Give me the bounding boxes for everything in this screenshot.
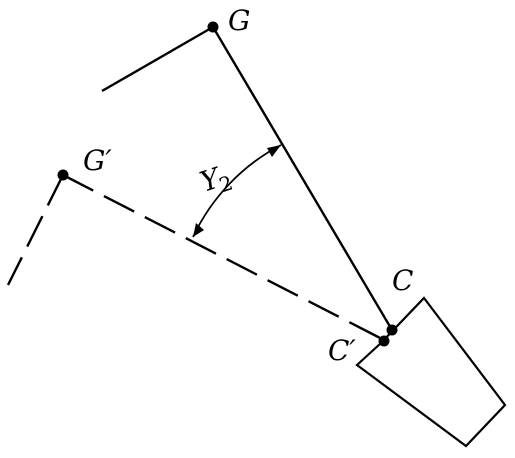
dashed-line-g-prime-c-prime <box>62 173 385 342</box>
label-g: G <box>228 4 250 37</box>
line-g-c <box>211 26 394 331</box>
angle-arc <box>192 144 282 238</box>
angle-label: Y 2 <box>196 161 236 199</box>
line-g-left <box>101 25 214 93</box>
point-c-dot <box>386 324 398 336</box>
label-c: C <box>392 264 413 297</box>
dashed-line-g-prime-down <box>6 174 65 286</box>
label-g-prime: G′ <box>83 144 112 177</box>
point-c-prime-dot <box>378 335 390 347</box>
angle-arrow-head-top <box>267 145 281 157</box>
body-outline <box>355 296 507 448</box>
angle-arrow-head-bottom <box>193 223 204 237</box>
point-g-dot <box>207 21 219 33</box>
point-g-prime-dot <box>57 169 69 181</box>
label-c-prime: C′ <box>328 334 356 367</box>
